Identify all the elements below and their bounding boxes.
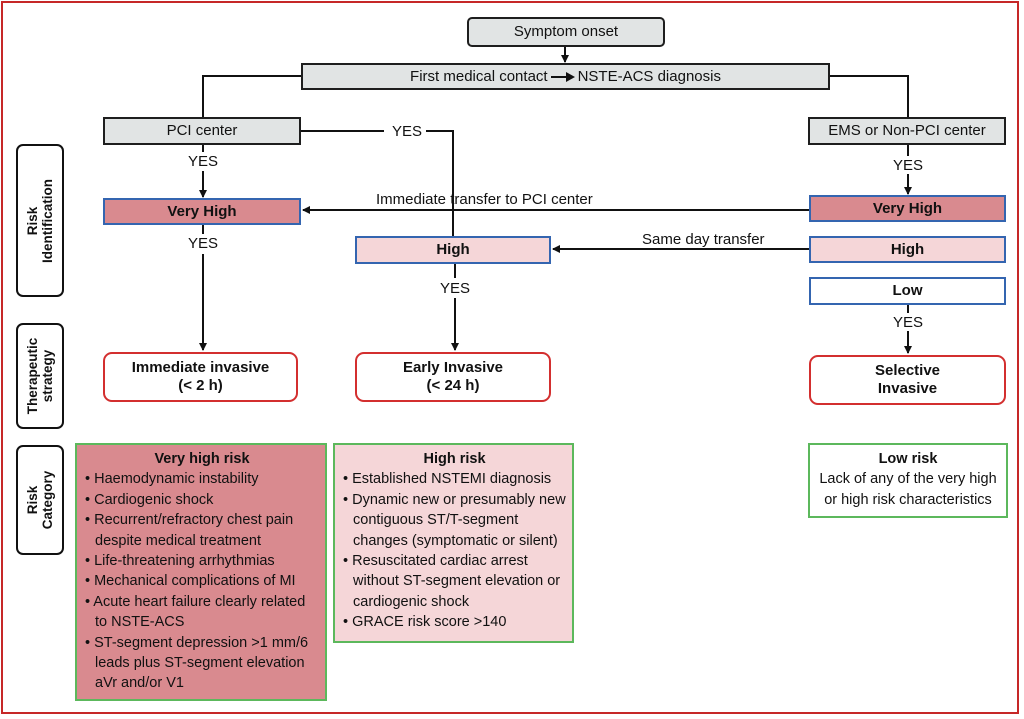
category-low-title: Low risk [878, 451, 938, 467]
list-item: • Cardiogenic shock [85, 491, 214, 508]
ems-center-label: EMS or Non-PCI center [828, 122, 986, 139]
arrow-right-icon [550, 71, 575, 82]
yes-label-low: YES [893, 314, 924, 331]
strategy-immediate-title: Immediate invasive [131, 359, 270, 376]
yes-label-ems: YES [893, 157, 924, 174]
strategy-selective-invasive: Selective Invasive [809, 355, 1006, 405]
list-item: • Acute heart failure clearly related to… [85, 593, 306, 631]
side-label-risk-identification-text: Risk Identification [25, 178, 55, 263]
category-high: High risk • Established NSTEMI diagnosis… [333, 443, 574, 643]
strategy-early-title: Early Invasive [402, 359, 504, 376]
node-symptom-onset-label: Symptom onset [513, 23, 619, 40]
strategy-selective-title: Selective [874, 362, 941, 379]
strategy-immediate-invasive: Immediate invasive (< 2 h) [103, 352, 298, 402]
list-item: • Resuscitated cardiac arrest without ST… [343, 553, 561, 610]
risk-low-ems-label: Low [892, 282, 923, 299]
yes-label-very-high: YES [188, 235, 219, 252]
category-very-high-title: Very high risk [154, 451, 250, 467]
list-item: • ST-segment depression >1 mm/6 leads pl… [85, 634, 309, 692]
category-very-high-list: • Haemodynamic instability • Cardiogenic… [85, 469, 319, 693]
strategy-immediate-time: (< 2 h) [178, 377, 223, 394]
line-pci-to-high [426, 130, 454, 236]
yes-label-high: YES [440, 280, 471, 297]
list-item: • Recurrent/refractory chest pain despit… [85, 512, 294, 549]
risk-high-ems: High [809, 236, 1006, 263]
list-item: • GRACE risk score >140 [343, 614, 507, 631]
side-label-risk-category-text: Risk Category [25, 470, 55, 530]
category-high-list: • Established NSTEMI diagnosis • Dynamic… [343, 469, 566, 632]
side-label-risk-identification: Risk Identification [16, 144, 64, 297]
side-label-therapeutic-strategy: Therapeutic strategy [16, 323, 64, 429]
category-high-title: High risk [423, 451, 486, 467]
risk-very-high-pci: Very High [103, 198, 301, 225]
strategy-early-invasive: Early Invasive (< 24 h) [355, 352, 551, 402]
node-symptom-onset: Symptom onset [467, 17, 665, 47]
line-contact-to-pci [202, 75, 301, 118]
yes-label-pci: YES [188, 153, 219, 170]
node-ems-center: EMS or Non-PCI center [808, 117, 1006, 145]
risk-high-ems-label: High [890, 240, 925, 258]
risk-low-ems: Low [809, 277, 1006, 305]
strategy-selective-sub: Invasive [877, 380, 938, 397]
risk-very-high-pci-label: Very High [167, 202, 237, 220]
risk-very-high-ems: Very High [809, 195, 1006, 222]
yes-label-pci-high: YES [392, 123, 423, 140]
risk-high-pci: High [355, 236, 551, 264]
diagnosis-label: NSTE-ACS diagnosis [577, 67, 721, 85]
risk-very-high-ems-label: Very High [872, 199, 943, 217]
category-low-text: Lack of any of the very high or high ris… [819, 471, 997, 508]
line-contact-to-ems [830, 75, 909, 118]
pci-center-label: PCI center [166, 122, 238, 139]
category-low: Low risk Lack of any of the very high or… [808, 443, 1008, 518]
list-item: • Dynamic new or presumably new contiguo… [343, 491, 566, 549]
node-first-contact: First medical contact NSTE-ACS diagnosis [301, 63, 830, 90]
list-item: • Established NSTEMI diagnosis [343, 471, 552, 488]
immediate-transfer-label: Immediate transfer to PCI center [376, 191, 593, 208]
side-label-risk-category: Risk Category [16, 445, 64, 555]
list-item: • Mechanical complications of MI [85, 573, 296, 590]
first-contact-label: First medical contact [410, 67, 548, 85]
list-item: • Life-threatening arrhythmias [85, 553, 275, 570]
node-pci-center: PCI center [103, 117, 301, 145]
strategy-early-time: (< 24 h) [426, 377, 480, 394]
side-label-therapeutic-strategy-text: Therapeutic strategy [25, 337, 55, 415]
list-item: • Haemodynamic instability [85, 471, 259, 488]
same-day-transfer-label: Same day transfer [642, 231, 765, 248]
category-very-high: Very high risk • Haemodynamic instabilit… [75, 443, 327, 701]
risk-high-pci-label: High [436, 241, 470, 258]
